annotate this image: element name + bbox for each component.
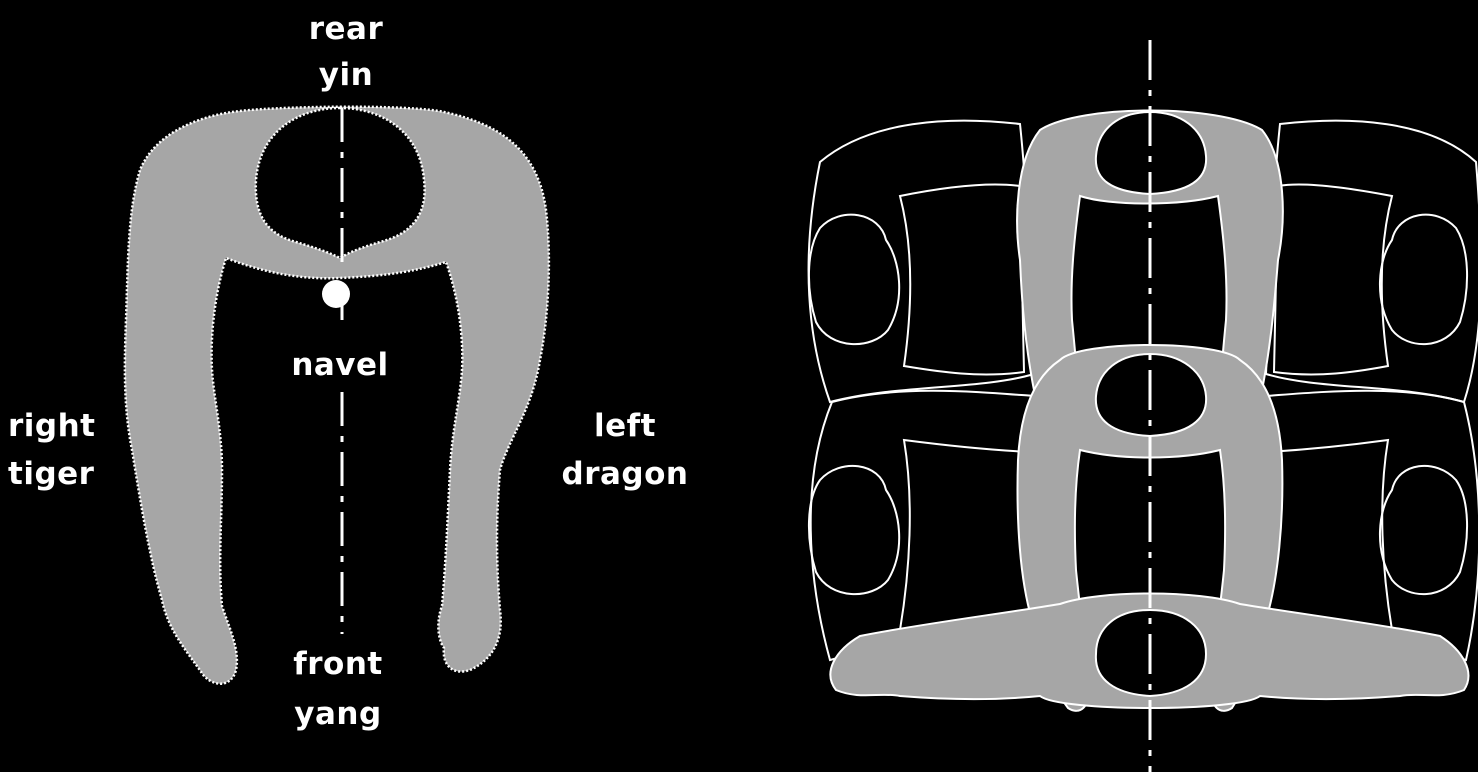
label-dragon: dragon	[552, 451, 698, 497]
label-right: right	[8, 403, 118, 449]
label-left: left	[552, 403, 698, 449]
label-yang: yang	[276, 691, 400, 737]
navel-dot	[322, 280, 350, 308]
arrangement-outline-right	[1266, 121, 1478, 402]
side-oval-top-left	[809, 215, 899, 344]
label-navel: navel	[270, 342, 410, 388]
label-front: front	[276, 641, 400, 687]
four-figure-arrangement	[809, 40, 1478, 772]
side-oval-bottom-left	[809, 466, 899, 594]
cell-top-left-outline	[900, 184, 1024, 374]
cell-top-right-outline	[1274, 184, 1392, 374]
side-oval-top-right	[1380, 215, 1467, 344]
side-oval-bottom-right	[1380, 466, 1467, 594]
label-rear: rear	[296, 6, 396, 52]
label-tiger: tiger	[8, 451, 118, 497]
label-yin: yin	[296, 52, 396, 98]
arrangement-outline-left	[809, 121, 1034, 402]
cell-bottom-left-outline	[900, 440, 1036, 630]
